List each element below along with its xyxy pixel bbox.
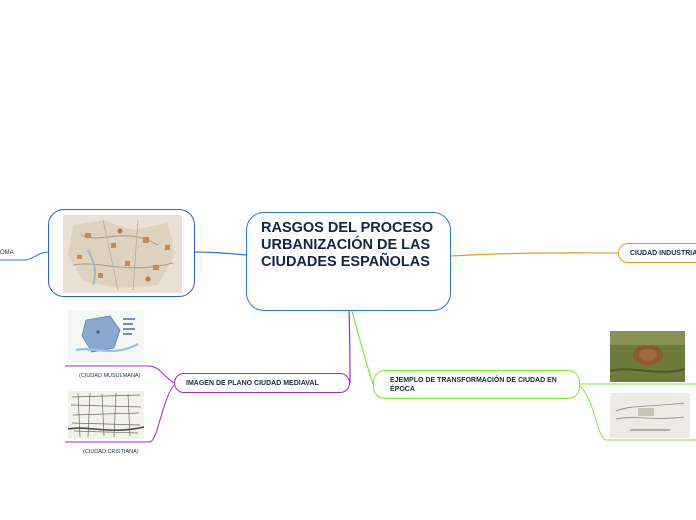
transformation-example-node[interactable]: EJEMPLO DE TRANSFORMACIÓN DE CIUDAD EN É…: [373, 370, 580, 399]
connector-musulmana: [65, 365, 175, 384]
central-topic-title: RASGOS DEL PROCESO URBANIZACIÓN DE LAS C…: [261, 220, 434, 270]
christian-city-label: (CIUDAD CRISTIANA): [83, 449, 139, 455]
connector-industrial: [450, 252, 619, 257]
central-topic[interactable]: RASGOS DEL PROCESO URBANIZACIÓN DE LAS C…: [246, 212, 451, 311]
city-map-image: [63, 215, 182, 293]
connector-transform-img2: [579, 385, 696, 441]
rome-map-node[interactable]: [48, 209, 195, 297]
industrial-city-node[interactable]: CIUDAD INDUSTRIAL: [618, 243, 696, 263]
muslim-city-label: (CIUDAD MUSULMANA): [79, 373, 141, 379]
transformation-example-label: EJEMPLO DE TRANSFORMACIÓN DE CIUDAD EN É…: [390, 376, 557, 393]
connector-far-left: [0, 251, 49, 261]
medieval-plan-label: IMAGEN DE PLANO CIUDAD MEDIAVAL: [186, 379, 319, 387]
connector-transform: [351, 310, 374, 385]
city-plan-engraving-image: [610, 393, 690, 438]
old-city-painting-image: [610, 331, 685, 382]
offscreen-node-label: OMA: [0, 250, 14, 256]
medieval-plan-node[interactable]: IMAGEN DE PLANO CIUDAD MEDIAVAL: [174, 373, 350, 393]
connector-cristiana: [65, 384, 175, 443]
connector-left: [194, 251, 247, 256]
connector-medieval: [348, 310, 351, 384]
industrial-city-label: CIUDAD INDUSTRIAL: [630, 249, 696, 257]
christian-city-map-image: [68, 391, 144, 439]
muslim-city-map-image: [68, 310, 144, 362]
